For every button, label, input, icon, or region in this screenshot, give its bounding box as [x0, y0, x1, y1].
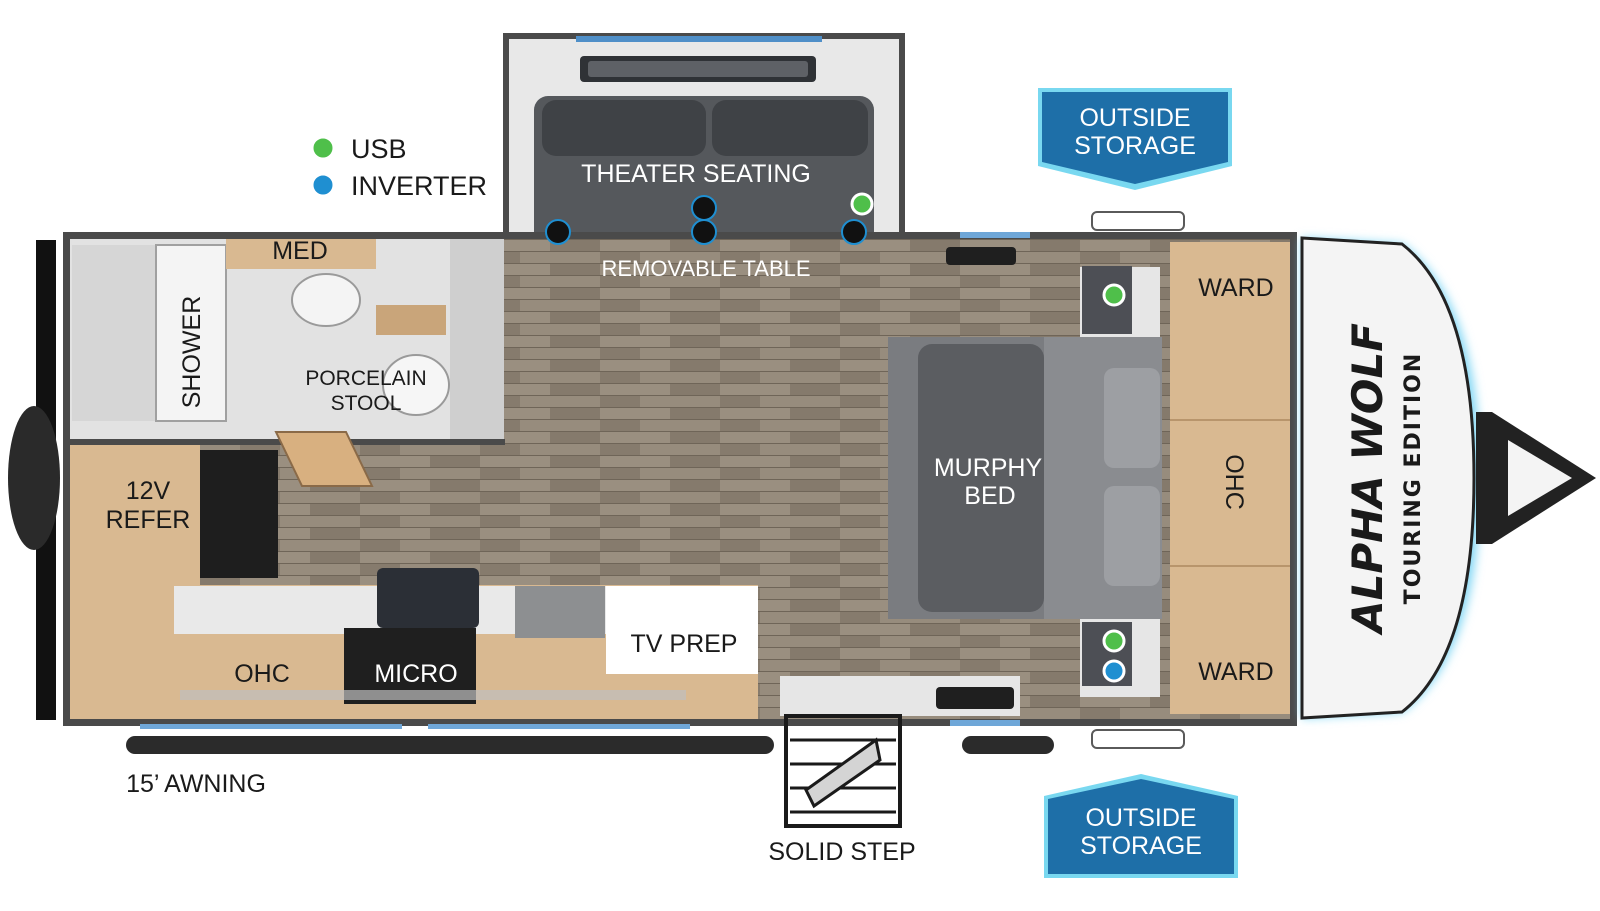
outside-storage-bottom: OUTSIDE STORAGE	[1044, 774, 1238, 878]
usb-icon	[850, 192, 874, 216]
brand-logo: ALPHA WOLF TOURING EDITION	[1343, 323, 1426, 636]
outside-storage-bottom-line1: OUTSIDE	[1085, 804, 1196, 832]
brand-edition: TOURING EDITION	[1401, 352, 1426, 605]
brand-name: ALPHA WOLF	[1343, 323, 1392, 636]
murphy-bed	[918, 344, 1044, 612]
cooktop	[377, 568, 479, 628]
awning	[126, 736, 774, 754]
cupholder-icon	[691, 195, 717, 221]
porcelain-stool-label-line1: PORCELAIN	[305, 367, 426, 390]
theater-seating-label: THEATER SEATING	[581, 160, 811, 188]
ward-top-label: WARD	[1198, 274, 1273, 302]
solid-step-label: SOLID STEP	[768, 838, 915, 866]
refer-label-line1: 12V	[126, 477, 171, 505]
removable-table-label: REMOVABLE TABLE	[601, 256, 810, 281]
cupholder-icon	[545, 219, 571, 245]
inverter-icon	[1102, 659, 1126, 683]
outside-storage-top-line2: STORAGE	[1074, 132, 1196, 160]
inverter-legend-icon	[310, 172, 336, 198]
tv-prep-label: TV PREP	[631, 630, 738, 658]
spare-tire	[8, 406, 60, 550]
front-cap	[1300, 236, 1476, 720]
shower-label: SHOWER	[178, 296, 206, 409]
outside-storage-bottom-line2: STORAGE	[1080, 832, 1202, 860]
usb-icon	[1102, 283, 1126, 307]
cupholder-icon	[841, 219, 867, 245]
tv-prep-area	[606, 586, 758, 674]
outside-storage-top: OUTSIDE STORAGE	[1038, 88, 1232, 190]
ohc-kitchen-label: OHC	[234, 660, 290, 688]
med-label: MED	[272, 237, 328, 265]
micro-label: MICRO	[374, 660, 457, 688]
refer-cabinet	[70, 445, 200, 585]
usb-legend-icon	[310, 135, 336, 161]
legend-usb-label: USB	[351, 134, 407, 164]
outlet-markers	[545, 192, 1126, 683]
murphy-bed-label-line2: BED	[964, 482, 1015, 510]
refer-label-line2: REFER	[106, 506, 191, 534]
awning-label: 15’ AWNING	[126, 770, 266, 798]
wardrobe-ohc-unit	[1170, 242, 1290, 714]
refer	[200, 450, 278, 578]
ohc-bedroom-label: OHC	[1220, 454, 1248, 510]
cupholder-icon	[691, 219, 717, 245]
murphy-bed-label-line1: MURPHY	[934, 454, 1043, 482]
porcelain-stool-label-line2: STOOL	[331, 392, 402, 415]
ward-bottom-label: WARD	[1198, 658, 1273, 686]
usb-icon	[1102, 629, 1126, 653]
legend-inverter-label: INVERTER	[351, 171, 487, 201]
legend: USB INVERTER	[310, 134, 487, 201]
trailer-body	[63, 232, 1297, 726]
room-labels: THEATER SEATING REMOVABLE TABLE MED SHOW…	[106, 160, 1274, 866]
entry-steps	[784, 714, 902, 828]
outside-storage-top-line1: OUTSIDE	[1079, 104, 1190, 132]
exterior-details	[8, 211, 1596, 828]
